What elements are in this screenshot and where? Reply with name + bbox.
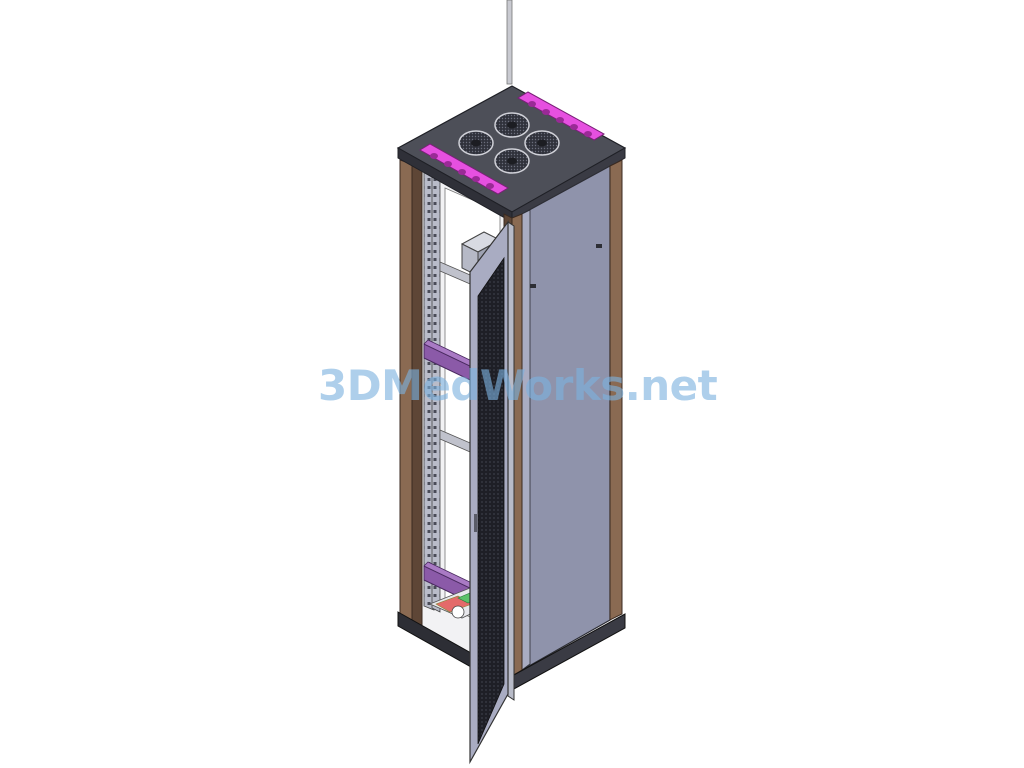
fan-3 xyxy=(524,130,560,156)
fan-1 xyxy=(494,112,530,138)
fan-4 xyxy=(494,148,530,174)
fan-2 xyxy=(458,130,494,156)
frame-post-left xyxy=(399,159,423,633)
cable-manager-top-right xyxy=(516,91,606,141)
mounting-rail-right xyxy=(431,175,441,613)
side-panel xyxy=(521,164,611,672)
cable-manager-top-left xyxy=(419,143,509,195)
frame-post-rear xyxy=(609,159,623,621)
antenna-pole xyxy=(506,0,513,85)
front-door xyxy=(469,220,515,765)
